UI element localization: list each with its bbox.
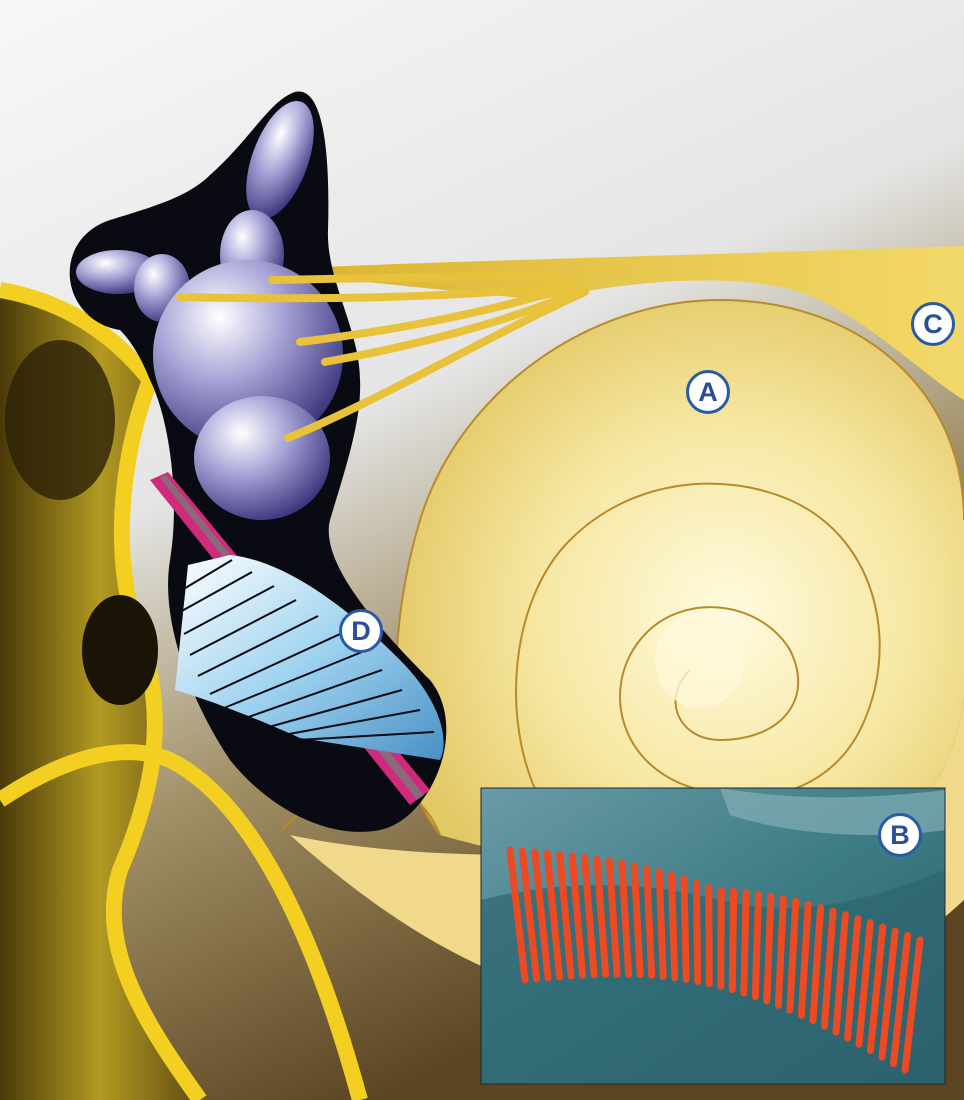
label-b-text: B bbox=[890, 822, 910, 849]
stereocilium bbox=[778, 899, 783, 1006]
hair-cell-micrograph bbox=[481, 788, 945, 1084]
stereocilium bbox=[684, 879, 686, 979]
stereocilium bbox=[659, 872, 663, 977]
label-marker-b: B bbox=[878, 813, 922, 857]
label-marker-d: D bbox=[339, 609, 383, 653]
label-marker-a: A bbox=[686, 370, 730, 414]
stereocilium bbox=[672, 875, 675, 977]
stereocilium bbox=[767, 896, 771, 1001]
stereocilium bbox=[647, 869, 652, 976]
saccule bbox=[194, 396, 330, 520]
label-a-text: A bbox=[698, 379, 718, 406]
label-d-text: D bbox=[351, 618, 371, 645]
cochlea-apex bbox=[655, 612, 745, 708]
stereocilium bbox=[732, 891, 733, 989]
label-marker-c: C bbox=[911, 302, 955, 346]
stereocilium bbox=[744, 893, 746, 993]
stereocilium bbox=[696, 883, 697, 981]
round-window bbox=[82, 595, 158, 705]
label-c-text: C bbox=[923, 311, 943, 338]
oval-window bbox=[5, 340, 115, 500]
stereocilium bbox=[755, 894, 758, 996]
